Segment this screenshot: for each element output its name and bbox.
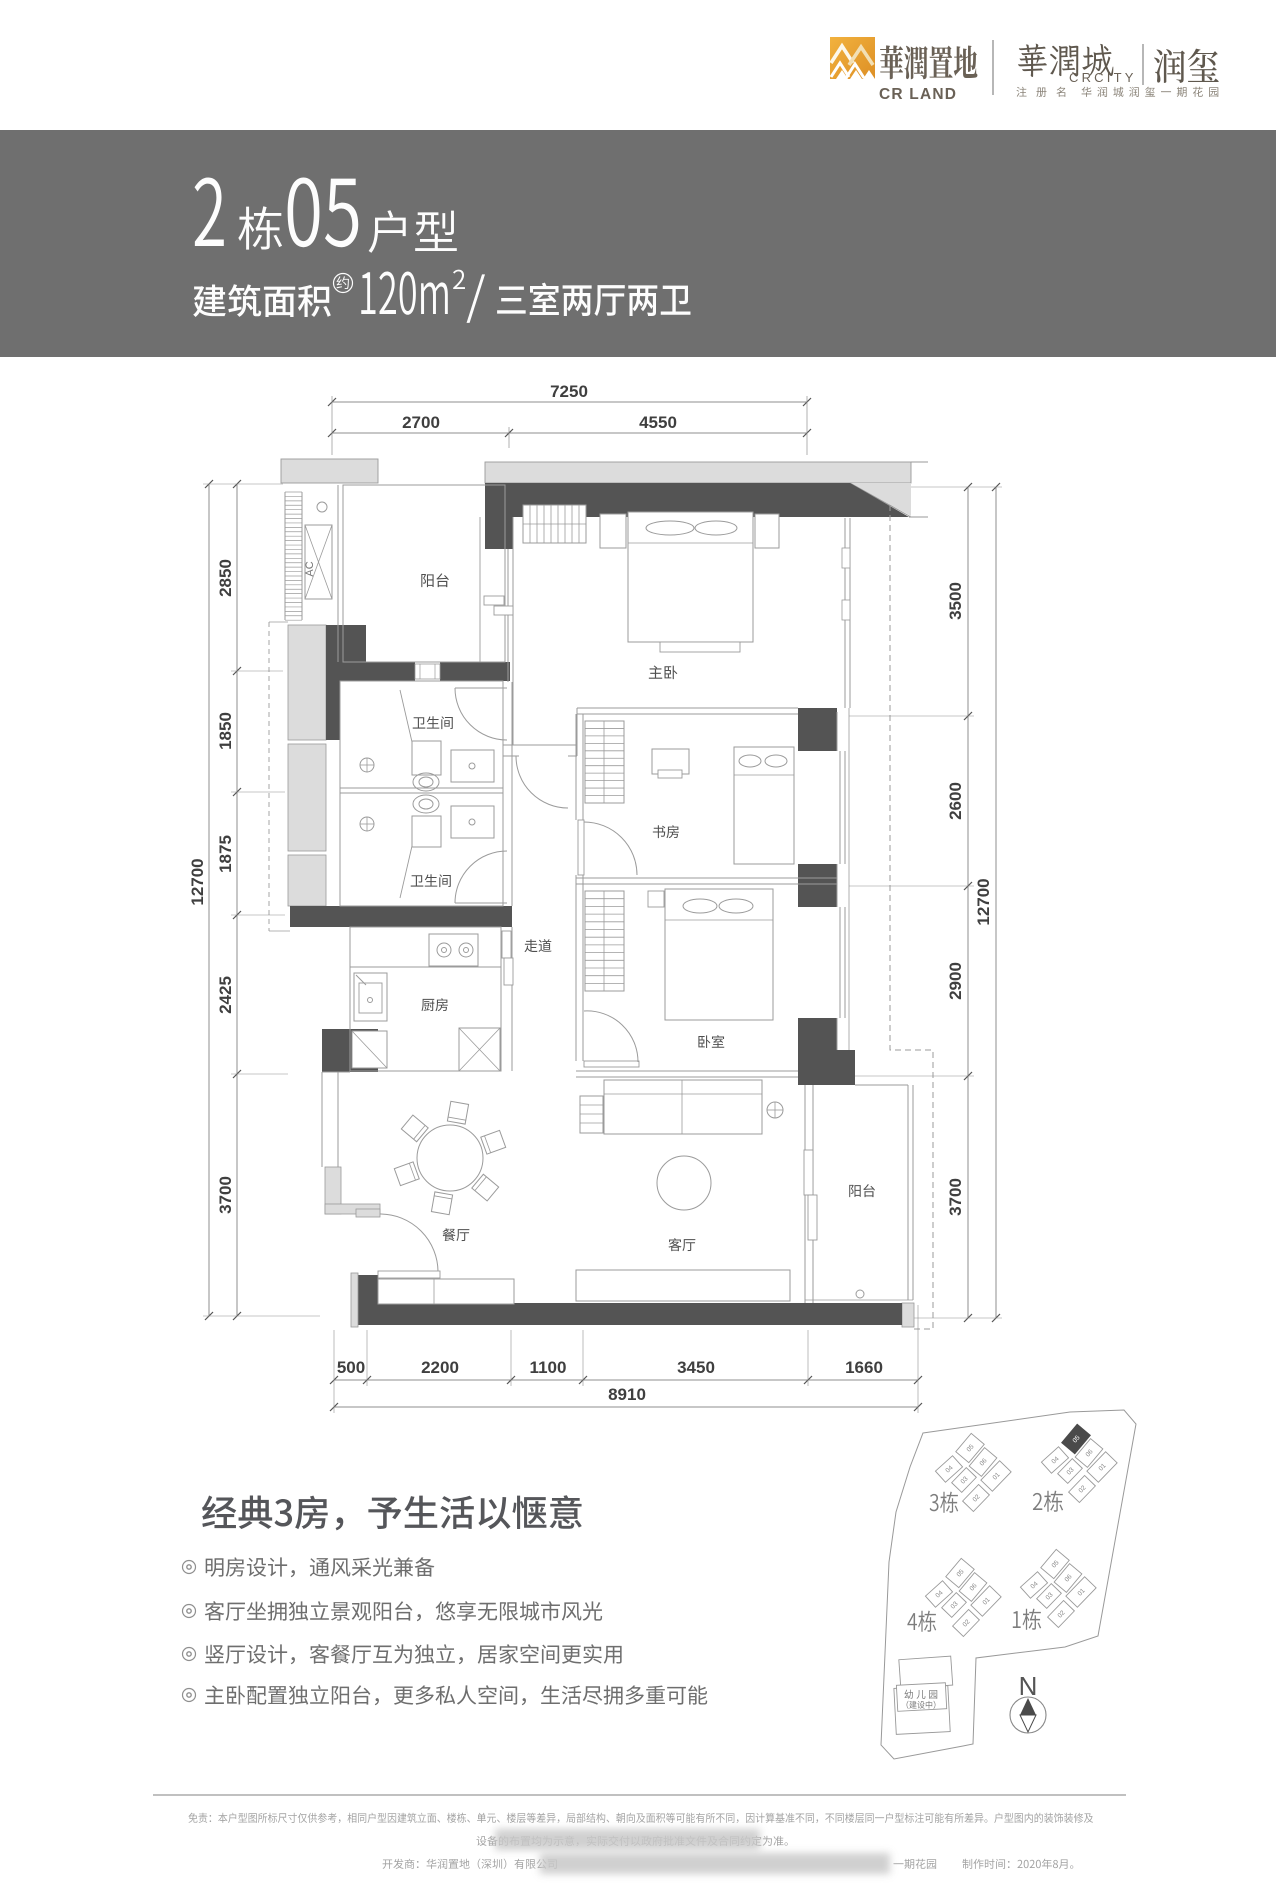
svg-text:2900: 2900	[946, 962, 965, 1000]
svg-text:2425: 2425	[216, 976, 235, 1014]
svg-text:06: 06	[1085, 1448, 1095, 1458]
svg-text:12700: 12700	[974, 878, 993, 925]
svg-text:02: 02	[1056, 1609, 1066, 1619]
svg-text:05: 05	[966, 1443, 976, 1453]
svg-text:3700: 3700	[216, 1176, 235, 1214]
svg-text:06: 06	[979, 1457, 989, 1467]
svg-text:4550: 4550	[639, 413, 677, 432]
svg-text:3700: 3700	[946, 1178, 965, 1216]
svg-text:01: 01	[1097, 1462, 1107, 1472]
svg-text:CR LAND: CR LAND	[879, 86, 957, 103]
svg-text:2700: 2700	[402, 413, 440, 432]
svg-text:1875: 1875	[216, 835, 235, 873]
svg-text:03: 03	[959, 1475, 969, 1485]
svg-text:1100: 1100	[530, 1358, 567, 1377]
svg-text:N: N	[1019, 1671, 1038, 1701]
svg-text:04: 04	[1029, 1580, 1039, 1590]
svg-text:1850: 1850	[216, 712, 235, 750]
svg-text:12700: 12700	[188, 858, 207, 905]
svg-text:04: 04	[1050, 1455, 1060, 1465]
svg-text:03: 03	[949, 1600, 959, 1610]
svg-text:06: 06	[1064, 1573, 1074, 1583]
svg-text:04: 04	[944, 1464, 954, 1474]
svg-text:3500: 3500	[946, 582, 965, 620]
svg-text:05: 05	[1051, 1559, 1061, 1569]
svg-text:500: 500	[337, 1358, 365, 1377]
svg-text:8910: 8910	[608, 1385, 646, 1404]
svg-text:02: 02	[971, 1493, 981, 1503]
svg-text:3450: 3450	[677, 1358, 715, 1377]
svg-text:1660: 1660	[845, 1358, 883, 1377]
svg-text:7250: 7250	[550, 382, 588, 401]
svg-text:01: 01	[1076, 1587, 1086, 1597]
svg-text:02: 02	[1077, 1484, 1087, 1494]
svg-text:06: 06	[969, 1582, 979, 1592]
svg-text:2600: 2600	[946, 782, 965, 820]
svg-text:03: 03	[1065, 1466, 1075, 1476]
svg-text:05: 05	[956, 1568, 966, 1578]
svg-text:05: 05	[1072, 1434, 1082, 1444]
svg-text:04: 04	[934, 1589, 944, 1599]
svg-text:CRCITY: CRCITY	[1069, 70, 1137, 85]
svg-text:2200: 2200	[421, 1358, 459, 1377]
svg-text:01: 01	[991, 1471, 1001, 1481]
svg-text:02: 02	[961, 1618, 971, 1628]
svg-text:2850: 2850	[216, 559, 235, 597]
svg-text:01: 01	[981, 1596, 991, 1606]
svg-text:03: 03	[1044, 1591, 1054, 1601]
svg-text:AC: AC	[304, 561, 316, 576]
